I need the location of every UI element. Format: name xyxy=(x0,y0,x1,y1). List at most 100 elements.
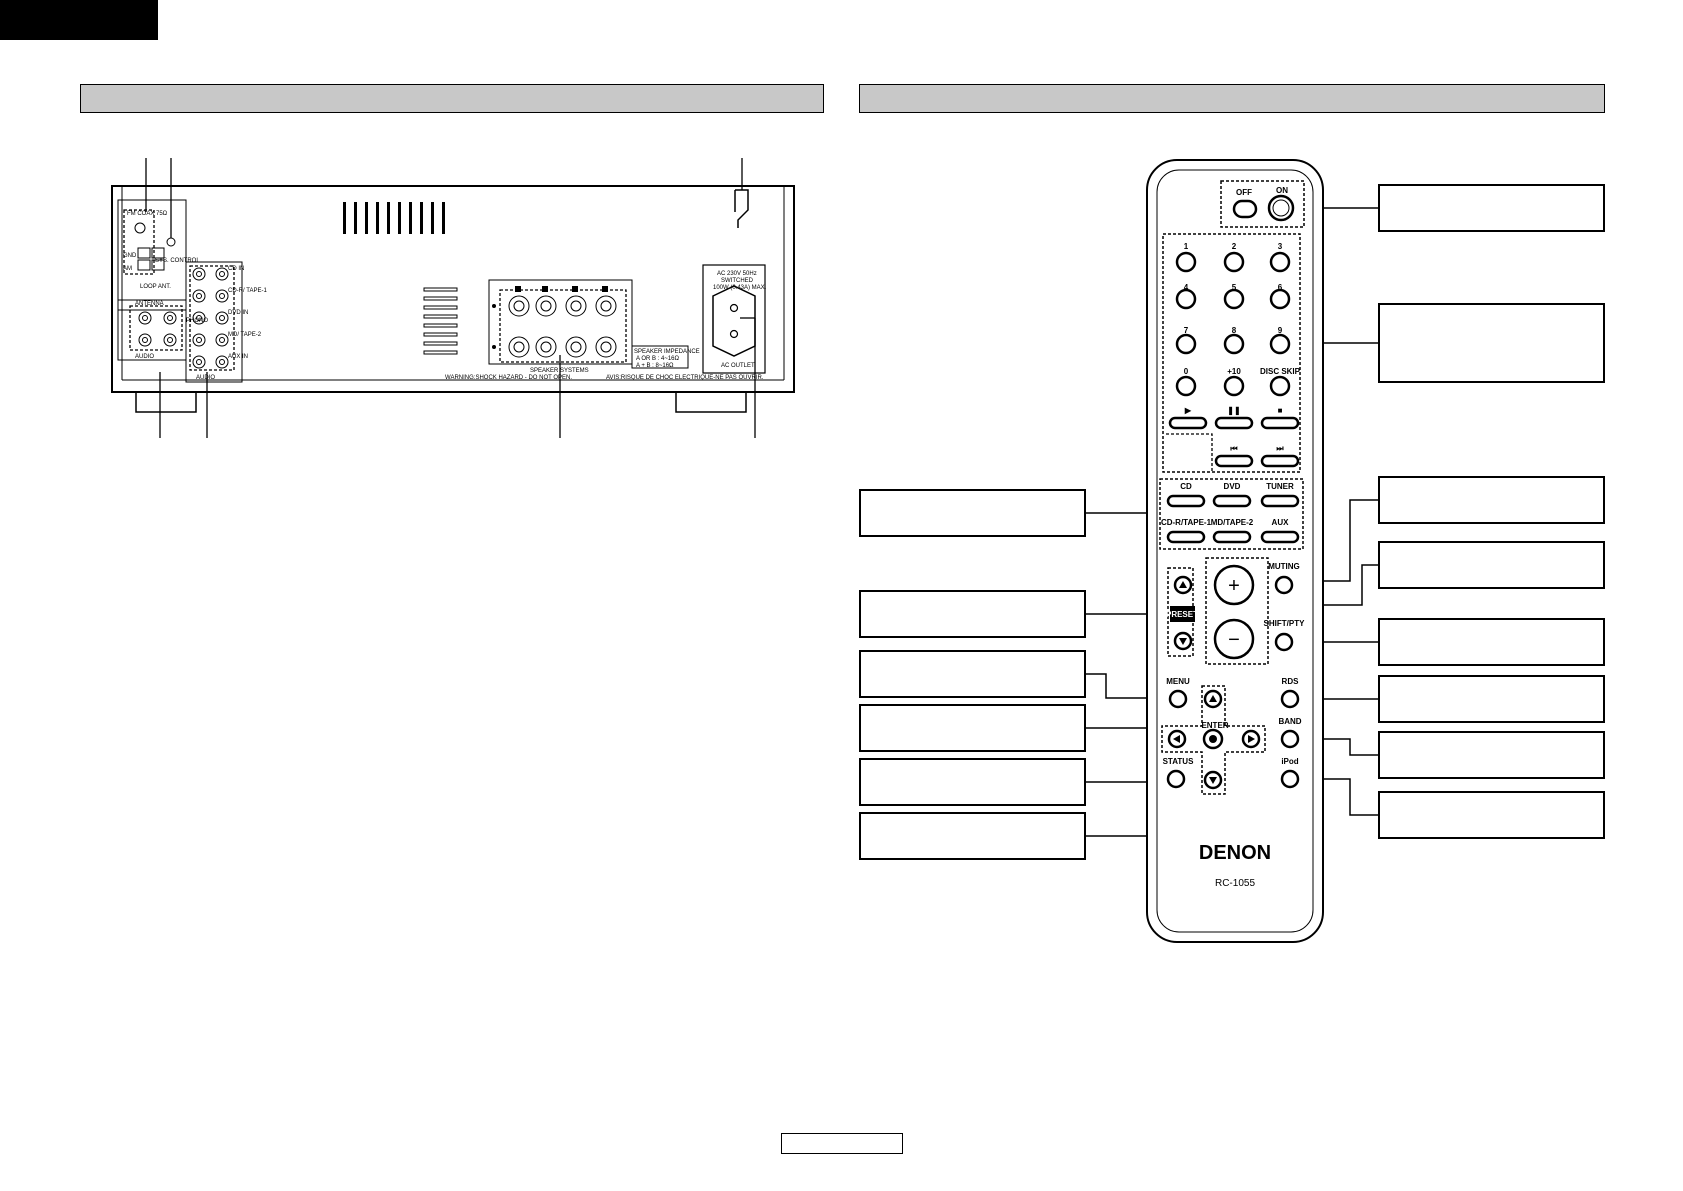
volume-up-icon: + xyxy=(1228,575,1240,597)
menu-button[interactable] xyxy=(1168,689,1188,709)
play-button[interactable] xyxy=(1168,416,1208,430)
disc-skip-label: DISC SKIP xyxy=(1260,367,1301,376)
shift-pty-label: SHIFT/PTY xyxy=(1264,619,1306,628)
band-button[interactable] xyxy=(1280,729,1300,749)
num-4-button[interactable] xyxy=(1175,288,1197,310)
md-tape2-button[interactable] xyxy=(1212,530,1252,544)
callout-box-rds xyxy=(1378,675,1605,723)
num-5-button[interactable] xyxy=(1223,288,1245,310)
callout-box-cursor xyxy=(859,704,1086,752)
rear-panel-diagram: FM COAX 75Ω SYS. CONTROL GND AM LOOP ANT… xyxy=(111,158,795,438)
pause-button[interactable] xyxy=(1214,416,1254,430)
ipod-button[interactable] xyxy=(1280,769,1300,789)
num-4-label: 4 xyxy=(1184,283,1189,292)
cursor-down-icon xyxy=(1209,777,1217,784)
cursor-right-icon xyxy=(1248,735,1255,743)
num-0-button[interactable] xyxy=(1175,375,1197,397)
preset-label: PRESET xyxy=(1166,610,1198,619)
antenna-label: ANTENNA xyxy=(135,301,164,307)
num-3-button[interactable] xyxy=(1269,251,1291,273)
preset-badge xyxy=(1170,606,1195,622)
num-6-button[interactable] xyxy=(1269,288,1291,310)
warning-fr-label: AVIS:RISQUE DE CHOC ELECTRIQUE-NE PAS OU… xyxy=(606,375,764,381)
warning-en-label: WARNING:SHOCK HAZARD - DO NOT OPEN. xyxy=(445,375,572,381)
next-button[interactable] xyxy=(1260,454,1300,468)
cursor-up-icon xyxy=(1209,695,1217,702)
brand-logo: DENON xyxy=(1199,842,1271,864)
gnd-label: GND xyxy=(123,253,137,259)
stop-button[interactable] xyxy=(1260,416,1300,430)
tuner-button[interactable] xyxy=(1260,494,1300,508)
callout-box-enter xyxy=(859,812,1086,860)
ac-outlet-label: AC OUTLET xyxy=(721,363,755,369)
volume-down-button[interactable] xyxy=(1213,618,1255,660)
callout-box-menu xyxy=(859,650,1086,698)
callout-box-input-select xyxy=(859,489,1086,537)
sys-control-label: SYS. CONTROL xyxy=(155,258,200,264)
callout-box-muting xyxy=(1378,476,1605,524)
ipod-label: iPod xyxy=(1281,757,1298,766)
muting-button[interactable] xyxy=(1274,575,1294,595)
callout-box-status xyxy=(859,758,1086,806)
model-label: RC-1055 xyxy=(1215,878,1255,889)
audio-bottom-label: AUDIO xyxy=(196,375,215,381)
prev-icon: ⏮ xyxy=(1230,444,1237,453)
loop-ant-label: LOOP ANT. xyxy=(140,284,171,290)
aux-button[interactable] xyxy=(1260,530,1300,544)
dvd-label: DVD xyxy=(1224,482,1241,491)
phono-label: PHONO xyxy=(186,318,208,324)
arrow-down-icon xyxy=(1179,638,1187,645)
ac-rating-line1: AC 230V 50Hz xyxy=(717,271,757,277)
dvd-in-label: DVD IN xyxy=(228,310,248,316)
ac-rating-line2: SWITCHED xyxy=(721,278,754,284)
num-0-label: 0 xyxy=(1184,367,1189,376)
plus10-label: +10 xyxy=(1227,367,1241,376)
page-number-box xyxy=(781,1133,903,1154)
stop-icon: ■ xyxy=(1278,406,1283,415)
num-7-label: 7 xyxy=(1184,326,1189,335)
num-8-button[interactable] xyxy=(1223,333,1245,355)
speaker-impedance-line1: A OR B : 4~16Ω xyxy=(636,356,680,362)
cdr-tape1-button[interactable] xyxy=(1166,530,1206,544)
rds-label: RDS xyxy=(1282,677,1300,686)
volume-down-icon: − xyxy=(1228,629,1240,651)
num-9-button[interactable] xyxy=(1269,333,1291,355)
prev-button[interactable] xyxy=(1214,454,1254,468)
rds-button[interactable] xyxy=(1280,689,1300,709)
num-7-button[interactable] xyxy=(1175,333,1197,355)
enter-label: ENTER xyxy=(1201,721,1228,730)
ac-rating-line3: 100W (0.43A) MAX. xyxy=(713,285,767,291)
power-on-label: ON xyxy=(1276,186,1288,195)
plus10-button[interactable] xyxy=(1223,375,1245,397)
callout-box-ipod xyxy=(1378,791,1605,839)
num-1-button[interactable] xyxy=(1175,251,1197,273)
cd-label: CD xyxy=(1180,482,1192,491)
cdr-tape1-label: CD-R/TAPE-1 xyxy=(1161,518,1212,527)
language-tab xyxy=(0,0,158,40)
power-off-button[interactable] xyxy=(1232,199,1258,219)
dvd-button[interactable] xyxy=(1212,494,1252,508)
shift-pty-button[interactable] xyxy=(1274,632,1294,652)
cd-button[interactable] xyxy=(1166,494,1206,508)
callout-box-band xyxy=(1378,731,1605,779)
num-1-label: 1 xyxy=(1184,242,1189,251)
num-2-button[interactable] xyxy=(1223,251,1245,273)
callout-box-volume xyxy=(1378,541,1605,589)
power-off-label: OFF xyxy=(1236,188,1252,197)
num-9-label: 9 xyxy=(1278,326,1283,335)
next-icon: ⏭ xyxy=(1276,444,1284,453)
cd-r-tape1-label: CD-R/ TAPE-1 xyxy=(228,288,267,294)
pause-icon: ❚❚ xyxy=(1227,406,1240,416)
arrow-up-icon xyxy=(1179,581,1187,588)
aux-label: AUX xyxy=(1272,518,1290,527)
volume-up-button[interactable] xyxy=(1213,564,1255,606)
status-button[interactable] xyxy=(1166,769,1186,789)
tuner-label: TUNER xyxy=(1266,482,1294,491)
num-6-label: 6 xyxy=(1278,283,1283,292)
callout-box-shift xyxy=(1378,618,1605,666)
disc-skip-button[interactable] xyxy=(1269,375,1291,397)
cd-in-label: CD IN xyxy=(228,266,244,272)
am-label: AM xyxy=(123,266,132,272)
speaker-impedance-line2: A + B : 8~16Ω xyxy=(636,363,674,369)
play-icon: ▶ xyxy=(1184,406,1192,415)
